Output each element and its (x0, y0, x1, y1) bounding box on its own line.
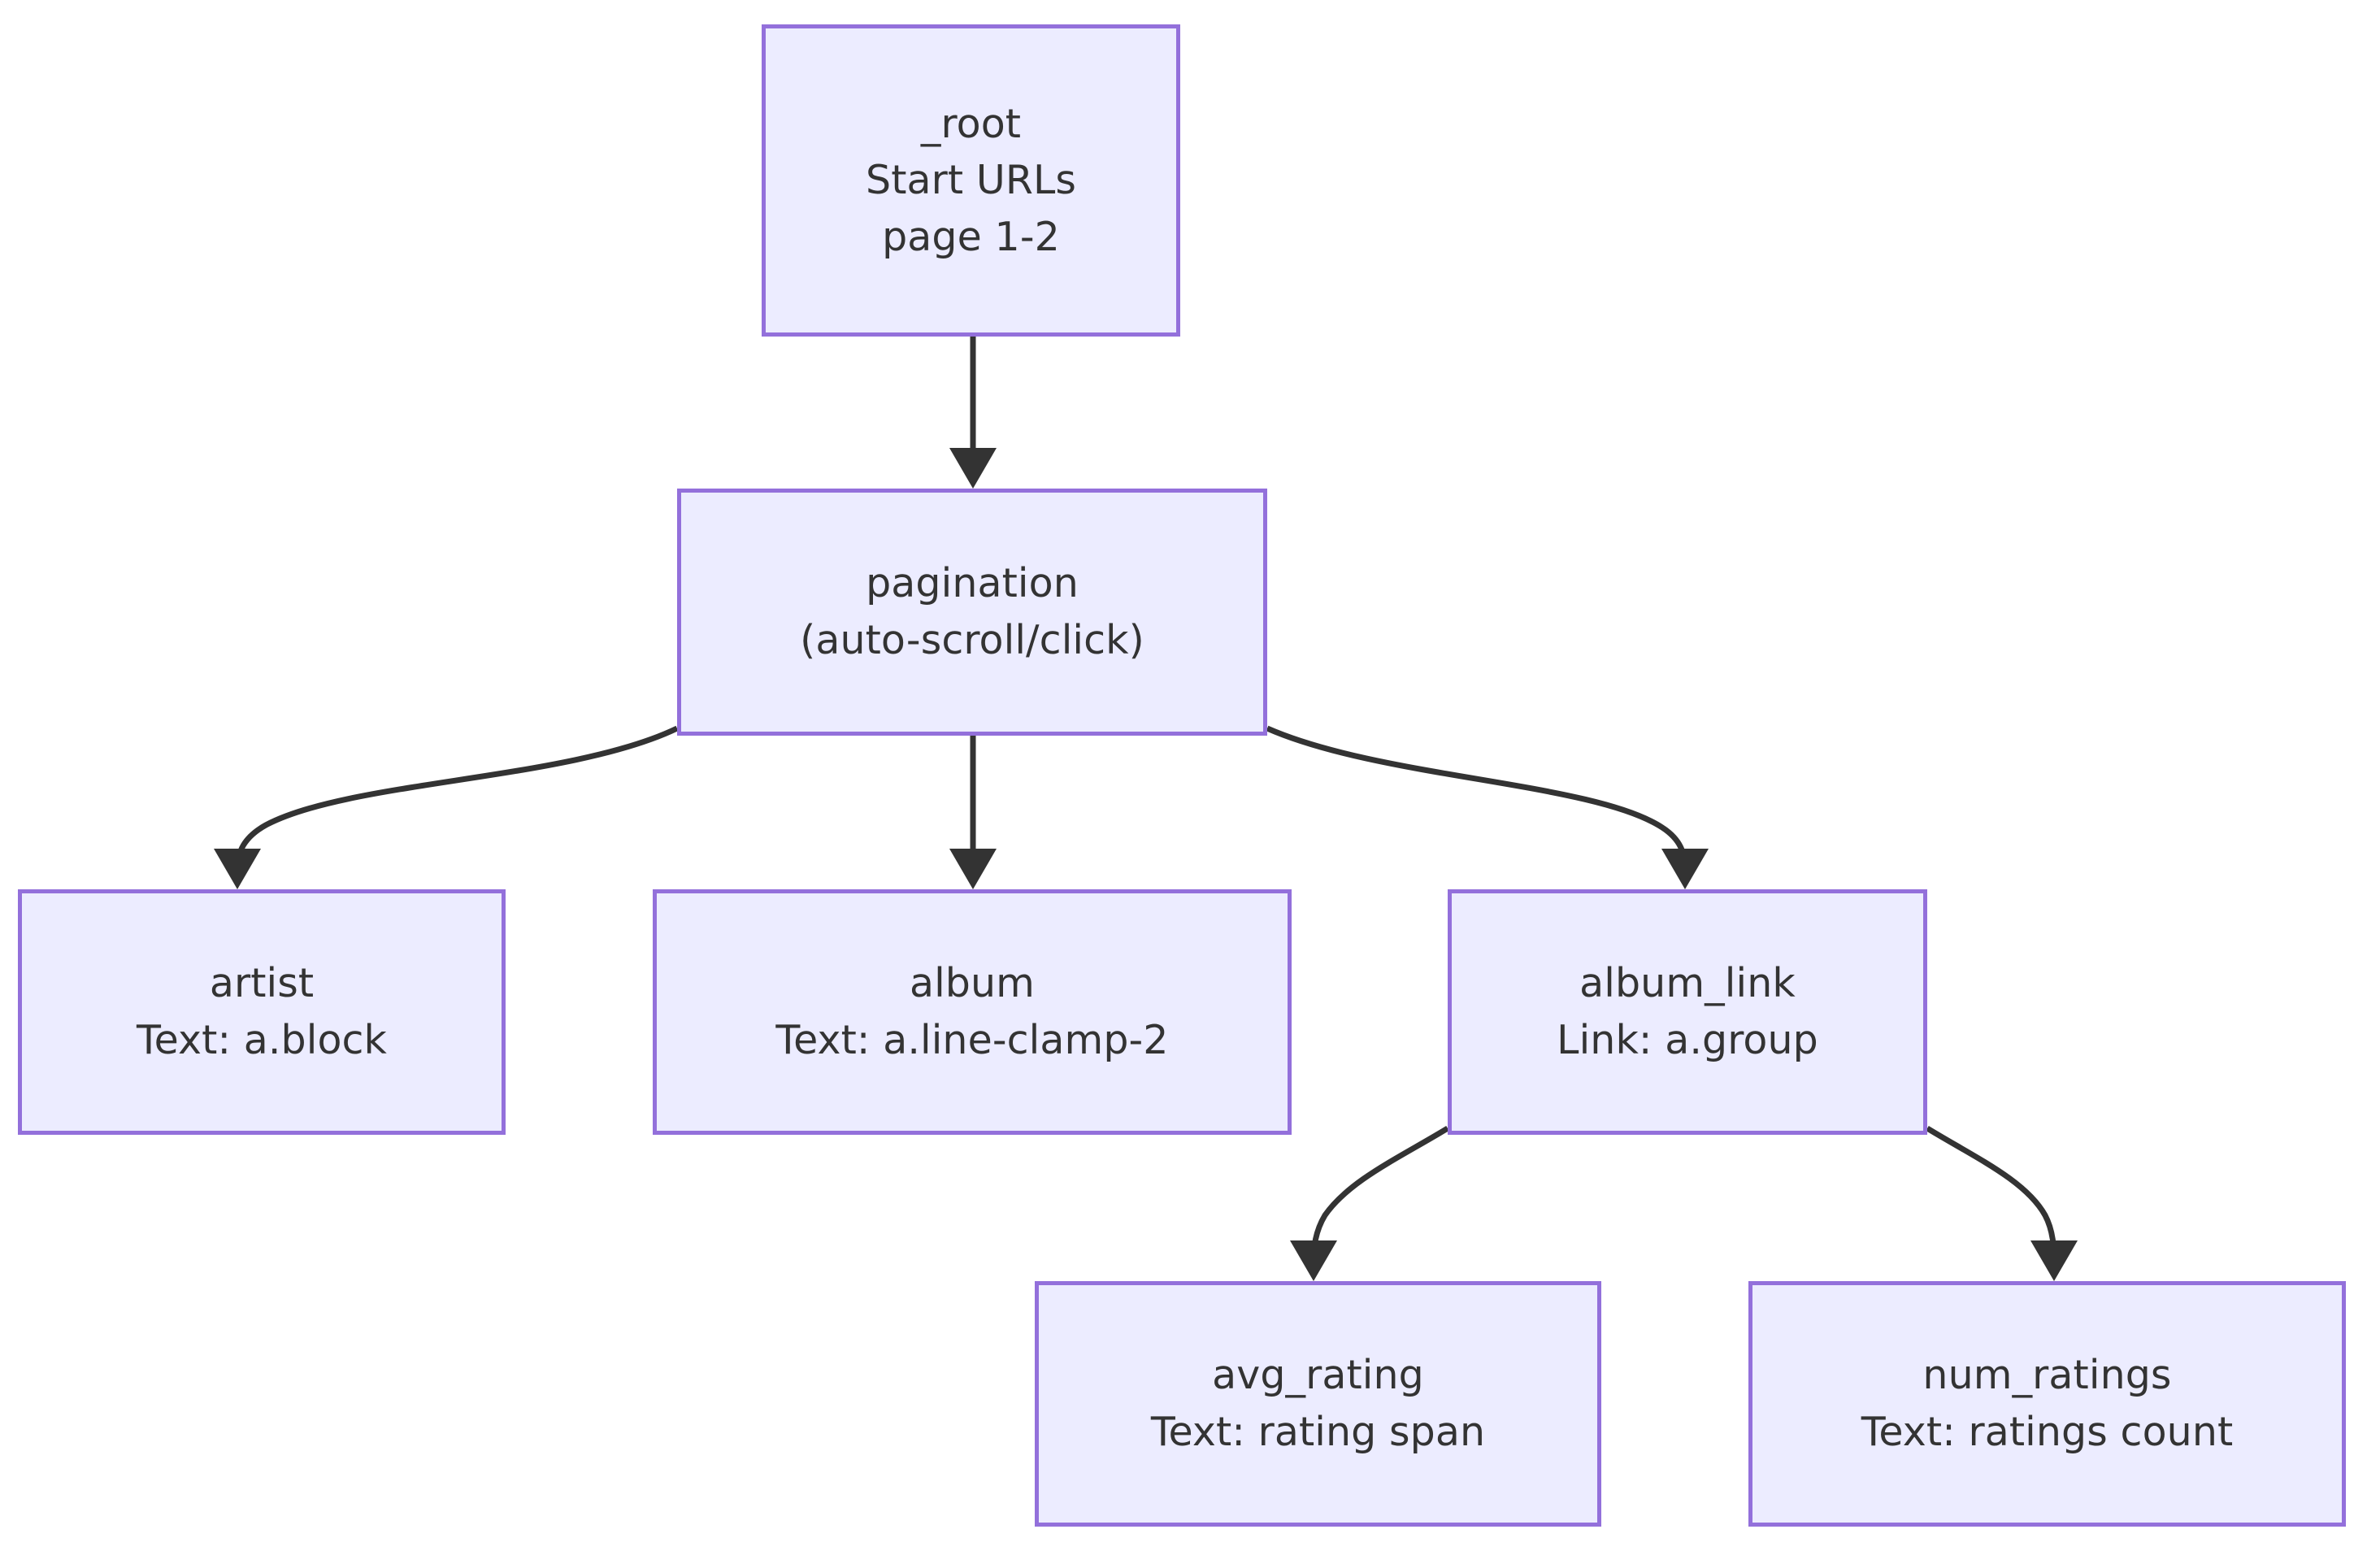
node-artist-title: artist (209, 960, 315, 1007)
node-root[interactable]: _root Start URLs page 1-2 (762, 24, 1180, 337)
node-album-title: album (909, 960, 1036, 1007)
node-pagination-title: pagination (866, 560, 1079, 607)
node-album-link-title: album_link (1579, 960, 1796, 1007)
edge-album-link-to-num-ratings (1926, 1126, 2078, 1281)
node-avg-rating[interactable]: avg_rating Text: rating span (1035, 1281, 1601, 1527)
node-num-ratings[interactable]: num_ratings Text: ratings count (1748, 1281, 2346, 1527)
node-avg-rating-selector: Text: rating span (1150, 1409, 1486, 1455)
node-album[interactable]: album Text: a.line-clamp-2 (653, 889, 1292, 1135)
edge-root-to-pagination (949, 337, 997, 489)
node-album-selector: Text: a.line-clamp-2 (775, 1017, 1169, 1063)
edge-pagination-to-album-link (1266, 725, 1709, 889)
edge-pagination-to-album (949, 736, 997, 889)
node-avg-rating-title: avg_rating (1212, 1352, 1424, 1399)
node-root-detail-1: Start URLs (865, 157, 1076, 204)
node-root-detail-2: page 1-2 (882, 213, 1060, 260)
node-root-title: _root (920, 100, 1022, 147)
node-pagination-detail: (auto-scroll/click) (800, 617, 1144, 663)
node-num-ratings-selector: Text: ratings count (1861, 1409, 2234, 1455)
node-album-link[interactable]: album_link Link: a.group (1448, 889, 1927, 1135)
node-artist[interactable]: artist Text: a.block (18, 889, 506, 1135)
node-album-link-selector: Link: a.group (1557, 1017, 1818, 1063)
edge-album-link-to-avg-rating (1290, 1126, 1449, 1281)
node-artist-selector: Text: a.block (136, 1017, 388, 1063)
node-num-ratings-title: num_ratings (1922, 1352, 2172, 1399)
edge-pagination-to-artist (214, 725, 679, 889)
node-pagination[interactable]: pagination (auto-scroll/click) (677, 489, 1267, 736)
